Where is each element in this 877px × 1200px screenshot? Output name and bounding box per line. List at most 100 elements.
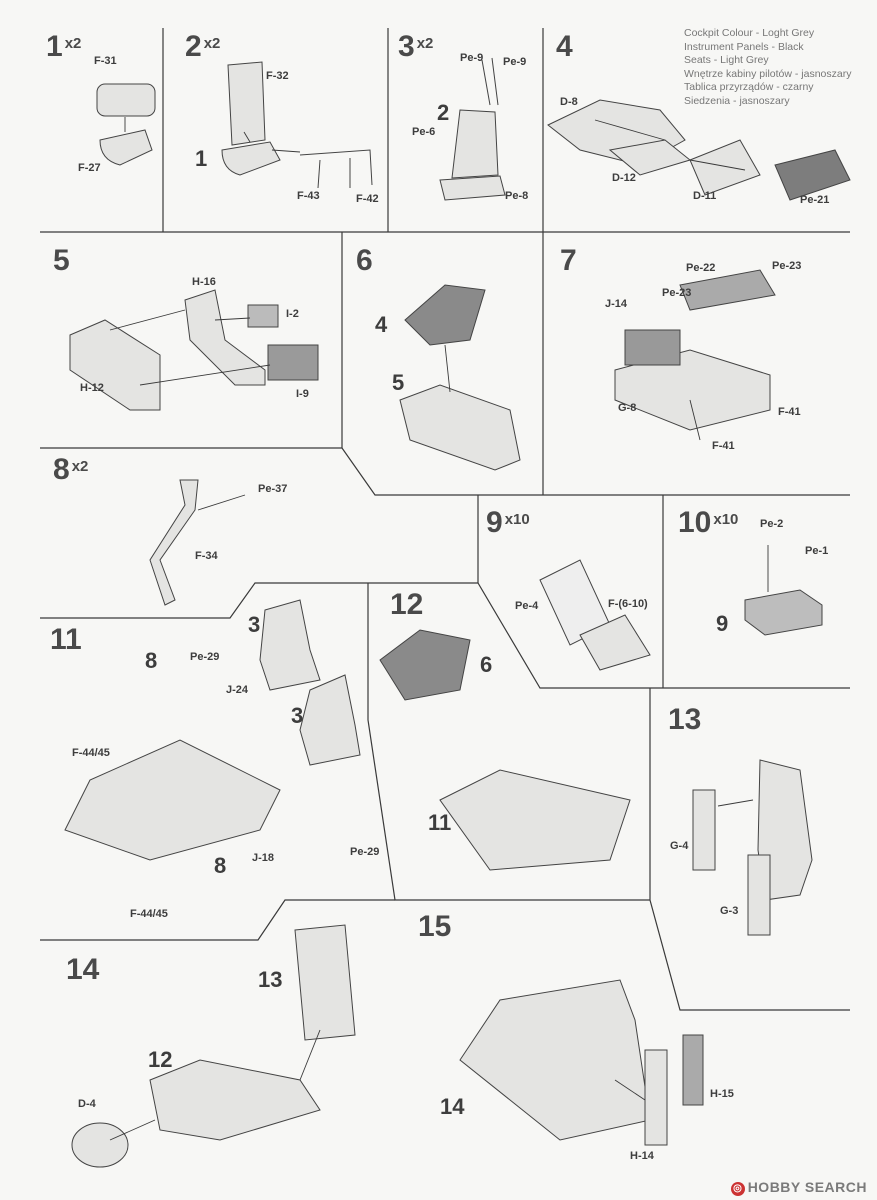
part-seat-back xyxy=(227,61,266,146)
part-label: D-4 xyxy=(78,1098,96,1110)
part-callout: 9 xyxy=(716,611,729,636)
part-h16 xyxy=(184,289,266,386)
part-seat-base xyxy=(99,129,153,166)
part-panel-4 xyxy=(404,284,486,346)
part-seat-3a xyxy=(259,599,321,691)
legend-line: Siedzenia - jasnoszary xyxy=(684,94,790,107)
part-callout: 5 xyxy=(392,370,405,395)
step-number-5: 5 xyxy=(53,244,70,277)
part-f6-10 xyxy=(579,614,651,671)
part-label: F-43 xyxy=(297,190,320,202)
hobby-search-logo-icon: ◎ xyxy=(730,1182,745,1196)
part-label: H-16 xyxy=(192,276,216,288)
arrow-line xyxy=(109,309,186,331)
arrow-line xyxy=(614,1079,646,1101)
step-number-13: 13 xyxy=(668,703,702,736)
part-label: G-4 xyxy=(670,840,689,852)
part-label: F-27 xyxy=(78,162,101,174)
part-label: Pe-2 xyxy=(760,518,784,530)
part-label: H-14 xyxy=(630,1150,654,1162)
part-g4 xyxy=(692,789,716,871)
part-label: F-41 xyxy=(712,440,735,452)
divider-line xyxy=(649,688,850,1011)
part-seat-3b xyxy=(299,674,361,766)
part-label: G-8 xyxy=(618,402,637,414)
step-number-15: 15 xyxy=(418,910,452,943)
part-label: F-32 xyxy=(266,70,289,82)
part-pe-22 xyxy=(679,269,776,311)
step-number-4: 4 xyxy=(556,30,573,63)
part-instrument-panel xyxy=(774,149,851,201)
part-callout: 4 xyxy=(375,312,388,337)
arrow-line xyxy=(271,149,301,153)
part-label: Pe-21 xyxy=(800,194,830,206)
legend-line: Instrument Panels - Black xyxy=(684,40,804,53)
legend-line: Tablica przyrządów - czarny xyxy=(684,81,814,93)
part-label: F-(6-10) xyxy=(608,598,648,610)
part-label: F-44/45 xyxy=(130,908,168,920)
part-i9 xyxy=(267,344,319,381)
legend-line: Cockpit Colour - Loght Grey xyxy=(684,27,815,39)
part-label: Pe-9 xyxy=(460,52,484,64)
part-label: I-2 xyxy=(286,308,299,320)
part-d11 xyxy=(689,139,761,196)
arrow-line xyxy=(214,317,251,321)
legend-line: Seats - Light Grey xyxy=(684,54,769,66)
step-number-6: 6 xyxy=(356,244,373,277)
divider-line xyxy=(40,899,395,941)
part-label: J-24 xyxy=(226,684,249,696)
part-frame xyxy=(299,149,373,189)
part-callout: 13 xyxy=(258,967,283,992)
part-callout: 8 xyxy=(145,648,158,673)
part-side-wall xyxy=(757,759,813,901)
step-number-14: 14 xyxy=(66,953,100,986)
legend-line: Wnętrze kabiny pilotów - jasnoszary xyxy=(684,67,852,80)
part-label: H-15 xyxy=(710,1088,734,1100)
watermark: ◎HOBBY SEARCH xyxy=(730,1179,867,1196)
arrow-line xyxy=(197,494,246,511)
part-console-5 xyxy=(399,384,521,471)
part-label: G-3 xyxy=(720,905,739,917)
part-label: F-42 xyxy=(356,193,379,205)
part-callout: 14 xyxy=(440,1094,465,1119)
part-callout: 11 xyxy=(428,810,452,835)
watermark-text: HOBBY SEARCH xyxy=(747,1179,867,1195)
arrow-line xyxy=(594,119,666,141)
color-legend: Cockpit Colour - Loght Grey Instrument P… xyxy=(684,27,851,108)
part-callout: 3 xyxy=(248,612,261,637)
part-wall-13 xyxy=(294,924,356,1041)
part-label: Pe-1 xyxy=(805,545,829,557)
divider-line xyxy=(40,582,850,689)
part-label: F-44/45 xyxy=(72,747,110,759)
part-seat xyxy=(221,141,281,176)
part-h12 xyxy=(69,319,161,411)
part-cockpit-15 xyxy=(459,979,651,1141)
step-number-12: 12 xyxy=(390,588,424,621)
part-floor-11 xyxy=(64,739,281,861)
part-cushion xyxy=(96,83,156,117)
part-callout: 8 xyxy=(214,853,227,878)
part-label: D-12 xyxy=(612,172,636,184)
part-label: J-14 xyxy=(605,298,628,310)
part-j14-panel xyxy=(624,329,681,366)
part-label: Pe-9 xyxy=(503,56,527,68)
part-label: H-12 xyxy=(80,382,104,394)
part-h15 xyxy=(682,1034,704,1106)
arrow-line xyxy=(299,1029,321,1081)
part-label: Pe-8 xyxy=(505,190,529,202)
arrow-line xyxy=(139,364,271,386)
part-label: Pe-37 xyxy=(258,483,288,495)
part-label: I-9 xyxy=(296,388,309,400)
part-label: D-11 xyxy=(693,190,717,202)
part-label: Pe-29 xyxy=(350,846,380,858)
part-label: F-34 xyxy=(195,550,218,562)
part-callout: 12 xyxy=(148,1047,173,1072)
part-label: J-18 xyxy=(252,852,275,864)
part-g3 xyxy=(747,854,771,936)
arrow-line xyxy=(444,344,451,393)
part-label: Pe-22 xyxy=(686,262,716,274)
part-floor-12 xyxy=(439,769,631,871)
arrow-line xyxy=(717,799,754,807)
part-label: Pe-6 xyxy=(412,126,436,138)
